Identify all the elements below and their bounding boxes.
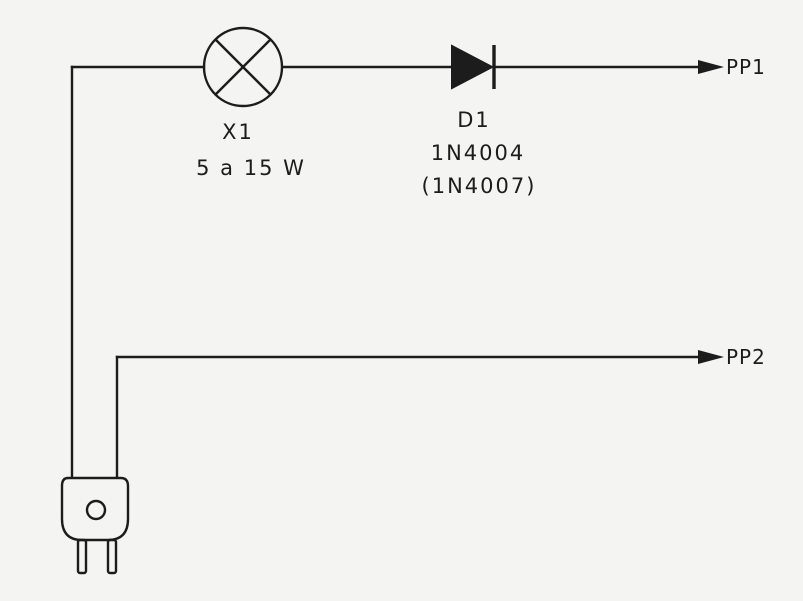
diode-designator: D1 [457,108,491,132]
output-pp1-label: PP1 [726,55,766,79]
lamp-rating: 5 a 15 W [196,156,306,180]
arrow-pp2-icon [698,350,724,364]
output-pp2-label: PP2 [726,345,766,369]
diode-part: 1N4004 [431,141,526,165]
diode-d1-icon [451,44,496,90]
lamp-designator: X1 [222,120,254,144]
arrow-pp1-icon [698,60,724,74]
mains-plug-icon [60,476,130,575]
diode-alt-part: (1N4007) [422,174,537,198]
lamp-x1-icon [202,26,284,108]
